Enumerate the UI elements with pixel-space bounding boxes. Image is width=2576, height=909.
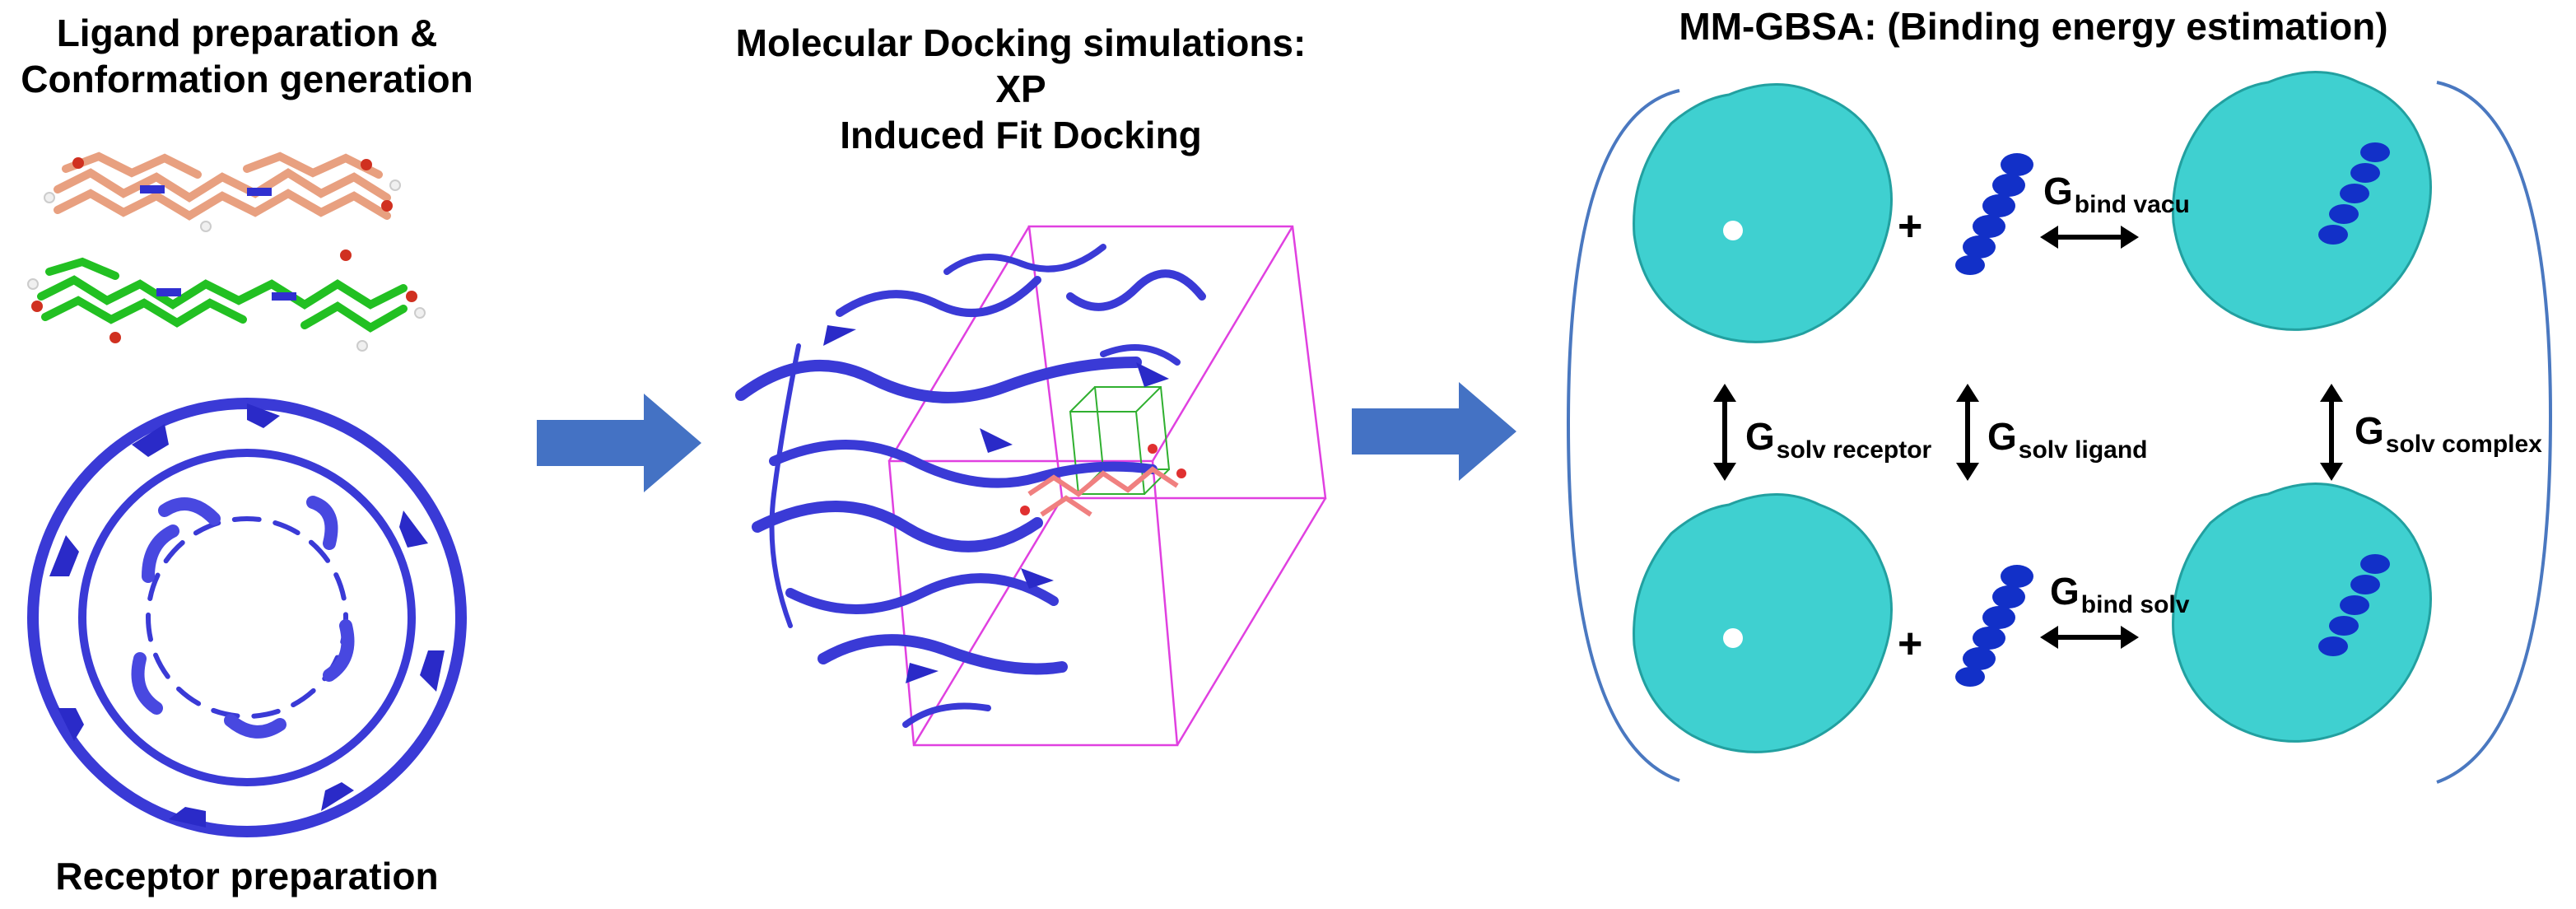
ligand-solvent — [1955, 565, 2033, 687]
ligand-prep-title-line1: Ligand preparation & — [56, 12, 438, 54]
ligand-in-complex-vacuum — [2318, 142, 2390, 245]
g-solv-receptor-label: Gsolv receptor — [1745, 415, 1932, 464]
solv-complex-arrow — [2320, 384, 2343, 481]
plus-sign-vacuum: + — [1898, 203, 1923, 250]
docking-title-line1: Molecular Docking simulations: — [735, 21, 1307, 64]
mmgbsa-title: MM-GBSA: (Binding energy estimation) — [1679, 5, 2388, 48]
receptor-surface-solvent — [1633, 493, 1893, 753]
ligand-conformer-green — [37, 257, 408, 333]
right-bracket — [2436, 81, 2553, 784]
bind-vacu-subscript: bind vacu — [2074, 191, 2190, 218]
ligand-prep-title-line2: Conformation generation — [21, 58, 473, 100]
ligand-vacuum — [1955, 153, 2033, 275]
solv-ligand-subscript: solv ligand — [2018, 436, 2148, 464]
ligand-in-complex-solvent — [2318, 554, 2390, 656]
receptor-surface-vacuum — [1633, 83, 1893, 343]
complex-surface-solvent — [2172, 482, 2432, 743]
plus-sign-solvent: + — [1898, 620, 1923, 668]
docking-title: Molecular Docking simulations: XP Induce… — [708, 20, 1334, 158]
g-bind-solv-label: Gbind solv — [2050, 570, 2190, 618]
solv-receptor-subscript: solv receptor — [1776, 436, 1932, 464]
left-bracket — [1566, 89, 1680, 782]
docking-grid-box — [887, 225, 1327, 747]
docking-title-line3: Induced Fit Docking — [840, 114, 1202, 156]
complex-surface-vacuum — [2172, 71, 2432, 331]
solv-complex-subscript: solv complex — [2385, 431, 2542, 458]
g-solv-ligand-label: Gsolv ligand — [1987, 415, 2148, 464]
ligand-prep-title: Ligand preparation & Conformation genera… — [16, 10, 477, 102]
g-bind-vacu-label: Gbind vacu — [2043, 170, 2190, 218]
solv-ligand-arrow — [1956, 384, 1979, 481]
bind-solv-subscript: bind solv — [2080, 591, 2190, 618]
solv-receptor-arrow — [1713, 384, 1736, 481]
bind-vacu-arrow — [2040, 226, 2139, 249]
bind-solv-arrow — [2040, 626, 2139, 649]
ligand-conformer-orange — [54, 152, 391, 221]
docking-title-line2: XP — [995, 68, 1046, 110]
docked-ligand — [1027, 466, 1179, 517]
g-solv-complex-label: Gsolv complex — [2355, 409, 2542, 458]
receptor-prep-caption: Receptor preparation — [55, 855, 439, 897]
